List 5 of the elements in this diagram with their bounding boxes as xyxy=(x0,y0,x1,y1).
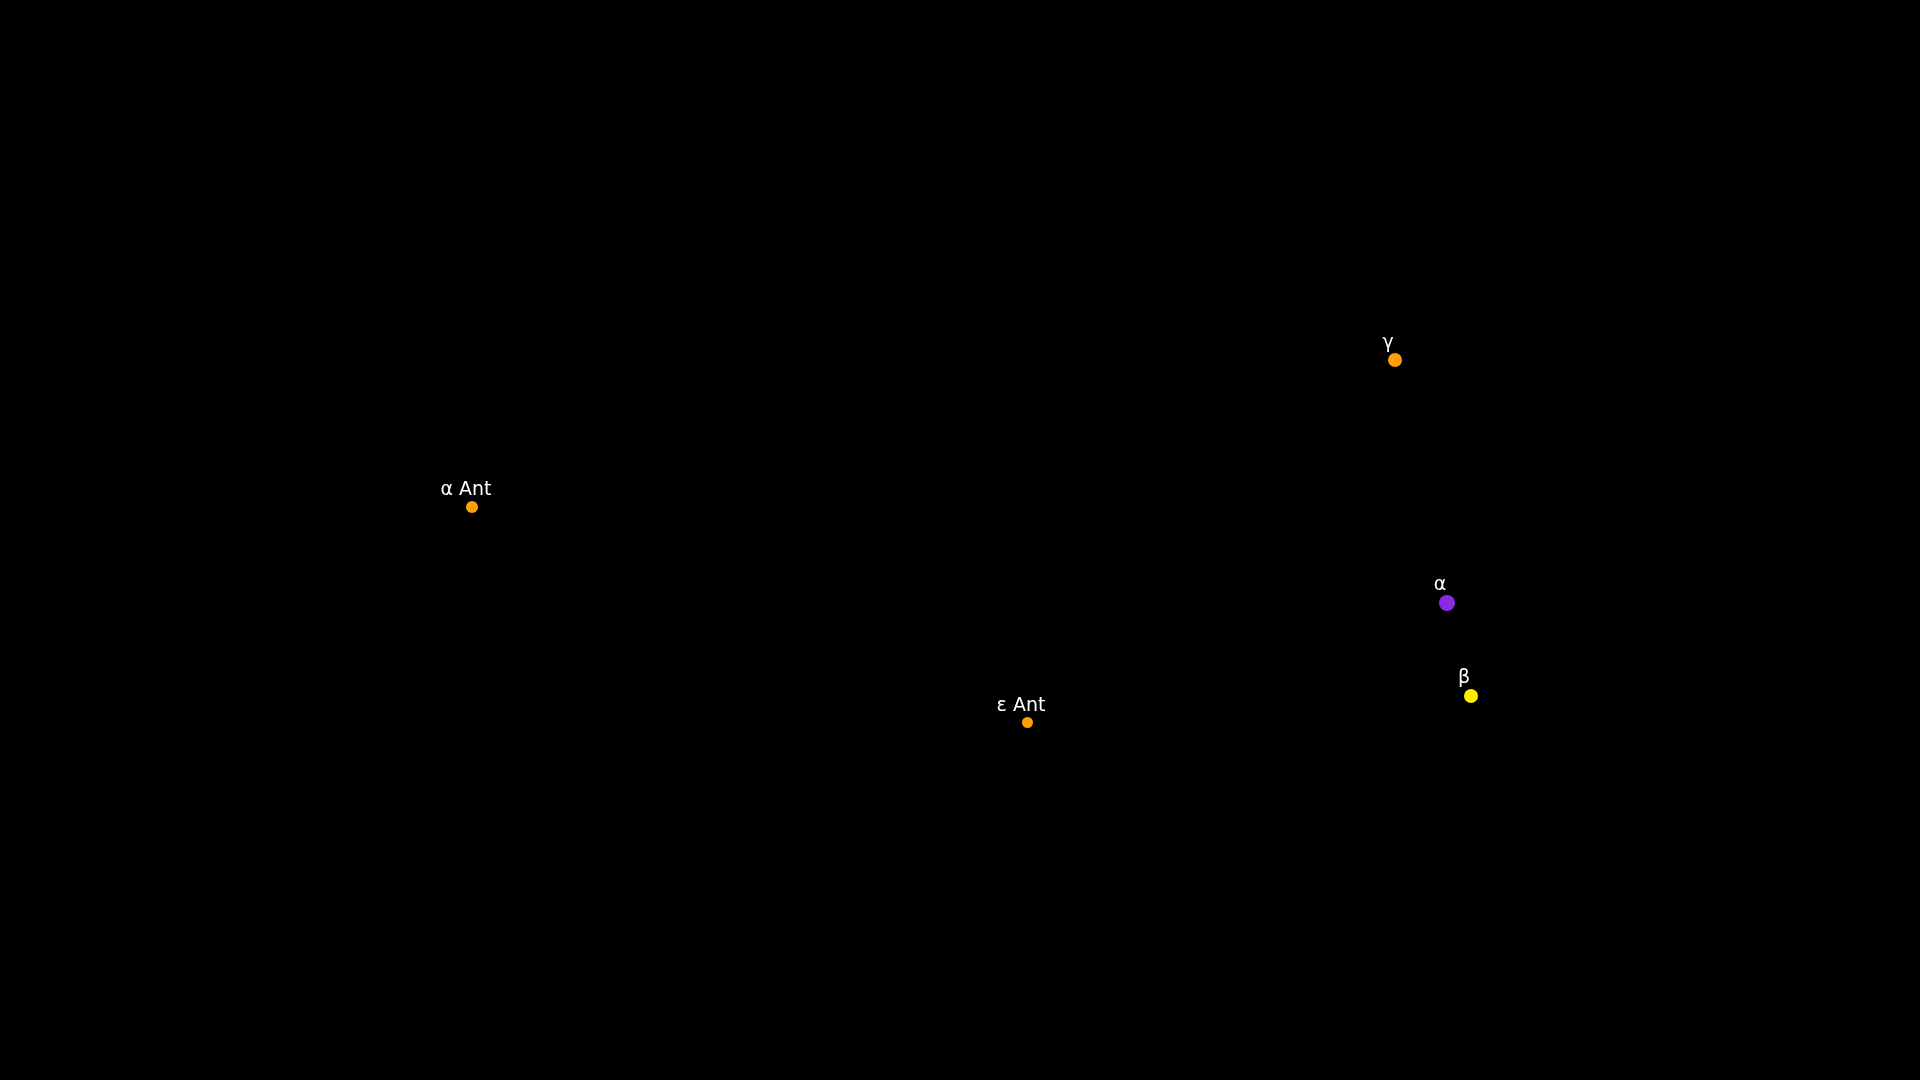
star-label: γ xyxy=(1382,330,1394,352)
star-label: α xyxy=(1433,572,1447,594)
star-label: β xyxy=(1457,665,1471,687)
star-label: ε Ant xyxy=(996,693,1046,715)
star-label: α Ant xyxy=(440,477,492,499)
